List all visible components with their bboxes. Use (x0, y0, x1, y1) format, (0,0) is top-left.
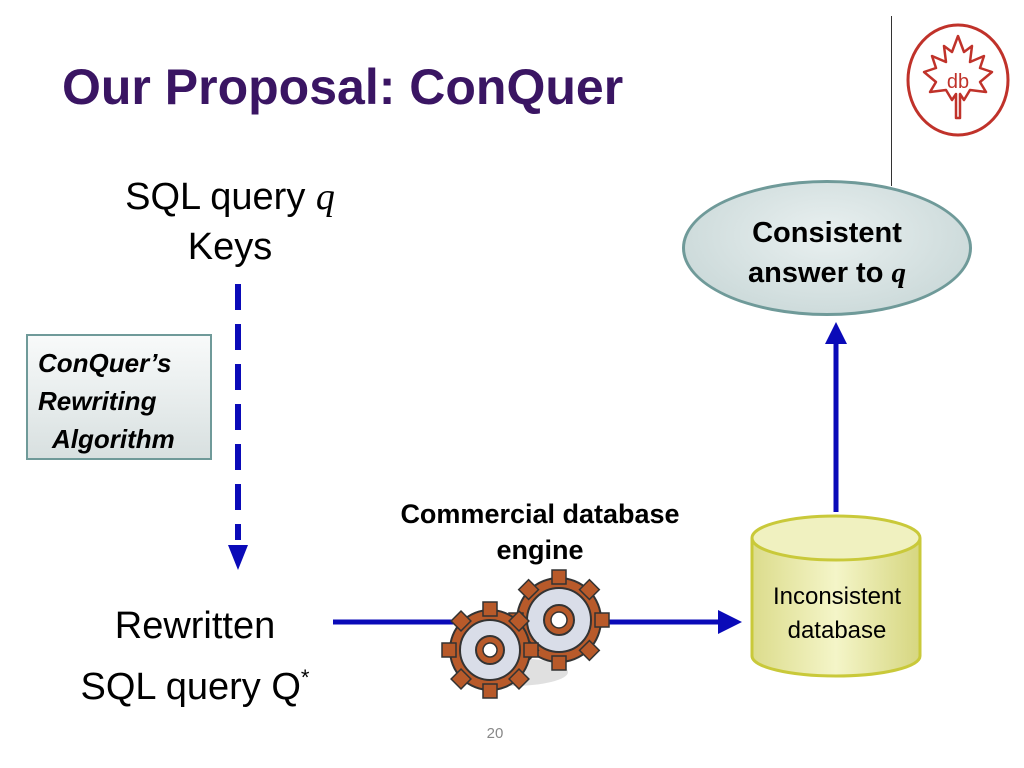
gears-icon (441, 569, 610, 699)
database-cylinder (750, 514, 922, 678)
algorithm-line-1: ConQuer’s (38, 348, 172, 378)
algorithm-line-2: Rewriting (38, 386, 157, 416)
engine-line-2: engine (496, 535, 584, 565)
superscript-star: * (300, 665, 310, 690)
answer-line-2: answer to (748, 257, 892, 289)
maple-leaf-db-logo: db (906, 23, 1010, 137)
engine-line-1: Commercial database (400, 499, 680, 529)
keys-text: Keys (187, 226, 273, 268)
input-query-label: SQL query q Keys (60, 172, 400, 272)
sql-query-text: SQL query (125, 176, 316, 218)
database-line-2: database (787, 617, 887, 644)
logo-text: db (947, 71, 969, 93)
page-number: 20 (486, 725, 504, 742)
answer-variable: q (891, 257, 906, 289)
algorithm-line-3: Algorithm (52, 424, 175, 454)
dashed-arrow-down (228, 284, 248, 570)
answer-line-1: Consistent (752, 217, 902, 249)
arrow-to-answer (825, 322, 847, 512)
slide-title: Our Proposal: ConQuer (62, 59, 624, 115)
engine-label: Commercial database engine (360, 496, 720, 568)
rewriting-algorithm-box: ConQuer’s Rewriting Algorithm (26, 334, 212, 460)
header-divider (891, 16, 892, 186)
database-label: Inconsistent database (752, 580, 922, 648)
rewritten-line-1: Rewritten (114, 605, 276, 647)
rewritten-line-2: SQL query Q (80, 666, 301, 708)
database-line-1: Inconsistent (772, 583, 902, 610)
query-variable: q (315, 176, 335, 218)
rewritten-query-label: Rewritten SQL query Q* (40, 600, 350, 713)
consistent-answer-ellipse: Consistent answer to q (682, 180, 972, 316)
